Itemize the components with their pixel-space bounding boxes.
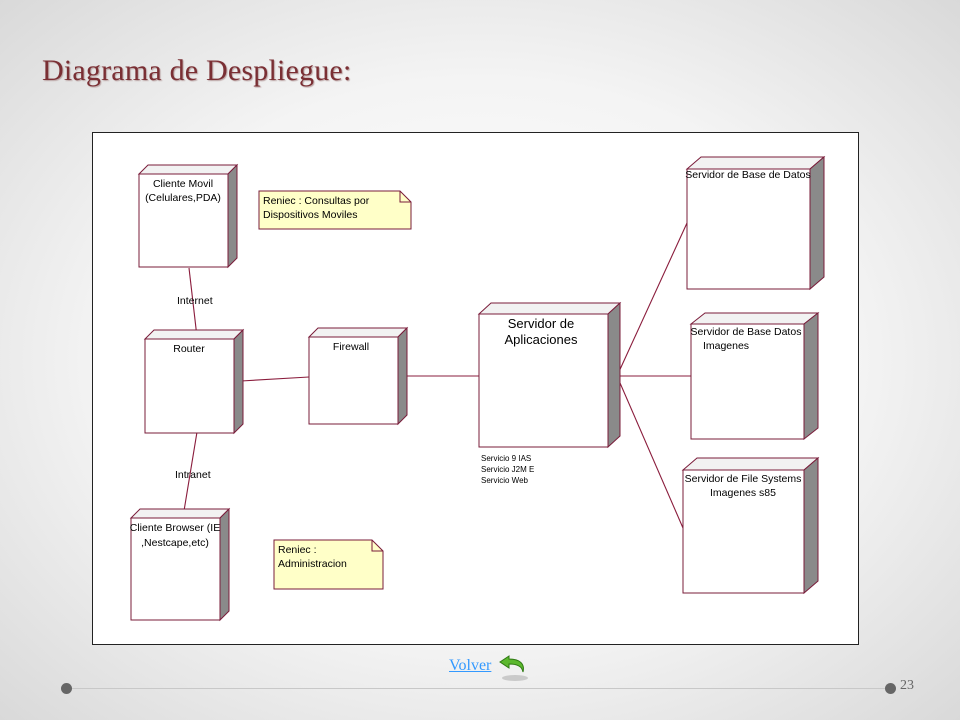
link-label-internet: Internet <box>177 295 213 307</box>
bottom-nav: Volver <box>449 648 531 684</box>
node-cliente-browser: Cliente Browser (IE ,Nestcape,etc) <box>130 507 231 622</box>
back-arrow-icon[interactable] <box>497 650 531 682</box>
note-reniec-administracion: Reniec : Administracion <box>273 539 384 590</box>
node-label: Imagenes <box>703 340 749 352</box>
diagram-canvas: Cliente Movil (Celulares,PDA) Reniec : C… <box>130 155 826 622</box>
node-label: Imagenes s85 <box>710 487 776 499</box>
link-appserver-filesystem <box>616 375 684 529</box>
node-label: Router <box>173 343 205 355</box>
node-cliente-movil: Cliente Movil (Celulares,PDA) <box>137 163 239 269</box>
node-label: Cliente Browser (IE <box>130 522 220 534</box>
link-router-firewall <box>240 376 310 382</box>
link-appserver-bd <box>616 222 688 377</box>
footer-dot-right <box>885 683 896 694</box>
deployment-diagram: Cliente Movil (Celulares,PDA) Reniec : C… <box>92 132 859 645</box>
node-servidor-aplicaciones: Servidor de Aplicaciones <box>477 301 622 449</box>
servicio-item: Servicio Web <box>481 476 529 485</box>
node-label: Servidor de Base de Datos <box>685 169 811 181</box>
node-firewall: Firewall <box>307 326 409 426</box>
link-label-intranet: Intranet <box>175 469 211 481</box>
node-router: Router <box>143 328 245 435</box>
node-label: Servidor de Base Datos <box>691 326 802 338</box>
servicio-item: Servicio 9 IAS <box>481 454 531 463</box>
page-number: 23 <box>900 678 914 693</box>
node-label: Cliente Movil <box>153 178 213 190</box>
note-text: Administracion <box>278 558 347 570</box>
footer-divider <box>67 688 890 689</box>
node-servidor-base-datos-imagenes: Servidor de Base Datos Imagenes <box>689 311 820 441</box>
link-internet <box>188 267 198 338</box>
note-text: Dispositivos Moviles <box>263 209 358 221</box>
volver-link[interactable]: Volver <box>449 657 492 674</box>
node-label: Servidor de File Systems <box>685 473 802 485</box>
footer-dot-left <box>61 683 72 694</box>
node-label: (Celulares,PDA) <box>145 192 221 204</box>
note-text: Reniec : Consultas por <box>263 195 370 207</box>
node-servidor-base-datos: Servidor de Base de Datos <box>685 155 826 291</box>
slide-title: Diagrama de Despliegue: <box>42 54 352 87</box>
note-text: Reniec : <box>278 544 317 556</box>
node-label: Aplicaciones <box>505 332 578 347</box>
servicio-item: Servicio J2M E <box>481 465 534 474</box>
node-label: ,Nestcape,etc) <box>141 537 209 549</box>
node-servidor-file-systems: Servidor de File Systems Imagenes s85 <box>681 456 820 595</box>
note-reniec-consultas: Reniec : Consultas por Dispositivos Movi… <box>258 190 412 230</box>
link-intranet <box>182 431 198 518</box>
node-label: Firewall <box>333 341 369 353</box>
node-label: Servidor de <box>508 316 574 331</box>
